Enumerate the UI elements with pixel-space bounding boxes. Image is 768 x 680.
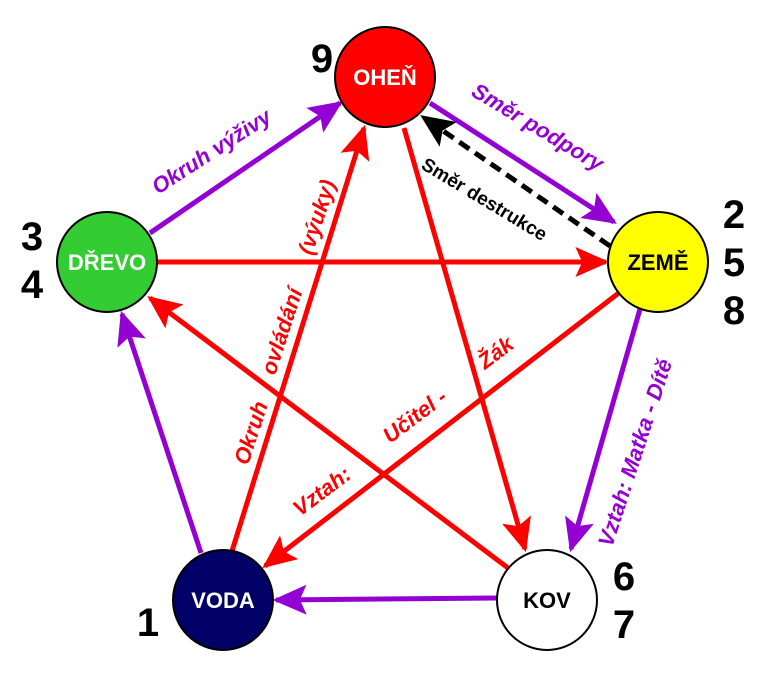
node-circle-drevo — [56, 211, 158, 313]
label-vztah-ucitel-1: Vztah: — [288, 461, 356, 521]
node-voda: VODA 1 — [137, 549, 274, 651]
node-circle-zeme — [607, 211, 709, 313]
node-label-drevo: DŘEVO — [68, 250, 146, 275]
edge-ohen-to-zeme-support — [428, 100, 617, 225]
node-number-kov: 6 — [613, 555, 635, 599]
label-vztah-ucitel-3: Žák — [472, 330, 520, 374]
node-zeme: ZEMĚ 258 — [607, 193, 745, 333]
edge-voda-to-ohen-control — [229, 124, 370, 552]
edge-zeme-to-kov-support — [565, 308, 643, 553]
edge-ohen-to-kov-control — [401, 127, 531, 553]
node-number-kov: 7 — [613, 603, 635, 647]
node-kov: KOV 67 — [496, 549, 635, 651]
node-number-zeme: 5 — [723, 241, 745, 285]
edge-drevo-to-ohen-support — [148, 100, 343, 236]
node-label-zeme: ZEMĚ — [627, 250, 688, 275]
label-smer-podpory: Směr podpory — [467, 78, 609, 177]
node-number-ohen: 9 — [311, 37, 333, 81]
label-vztah-ucitel-2: Učitel - — [378, 384, 452, 448]
label-vztah-matka-dite: Vztah: Matka - Dítě — [593, 356, 677, 550]
edge-kov-to-voda-support — [272, 584, 498, 615]
node-circle-ohen — [334, 26, 436, 128]
node-number-zeme: 8 — [723, 289, 745, 333]
node-circle-kov — [496, 549, 598, 651]
node-number-voda: 1 — [137, 601, 159, 645]
label-okruh-ovladani-3: (výuky) — [293, 177, 341, 258]
node-number-drevo: 3 — [21, 215, 43, 259]
node-number-zeme: 2 — [723, 193, 745, 237]
node-drevo: DŘEVO 34 — [21, 211, 158, 313]
node-circle-voda — [172, 549, 274, 651]
node-label-kov: KOV — [523, 588, 571, 613]
label-okruh-vyzivy: Okruh výživy — [147, 103, 277, 200]
node-number-drevo: 4 — [21, 263, 44, 307]
node-label-voda: VODA — [191, 588, 255, 613]
node-ohen: OHEŇ 9 — [311, 26, 436, 128]
edge-kov-to-drevo-control — [147, 295, 510, 570]
edge-zeme-to-voda-control — [262, 290, 622, 569]
label-okruh-ovladani-1: Okruh — [229, 398, 273, 467]
node-label-ohen: OHEŇ — [353, 65, 417, 90]
edge-voda-to-drevo-support — [117, 310, 204, 554]
